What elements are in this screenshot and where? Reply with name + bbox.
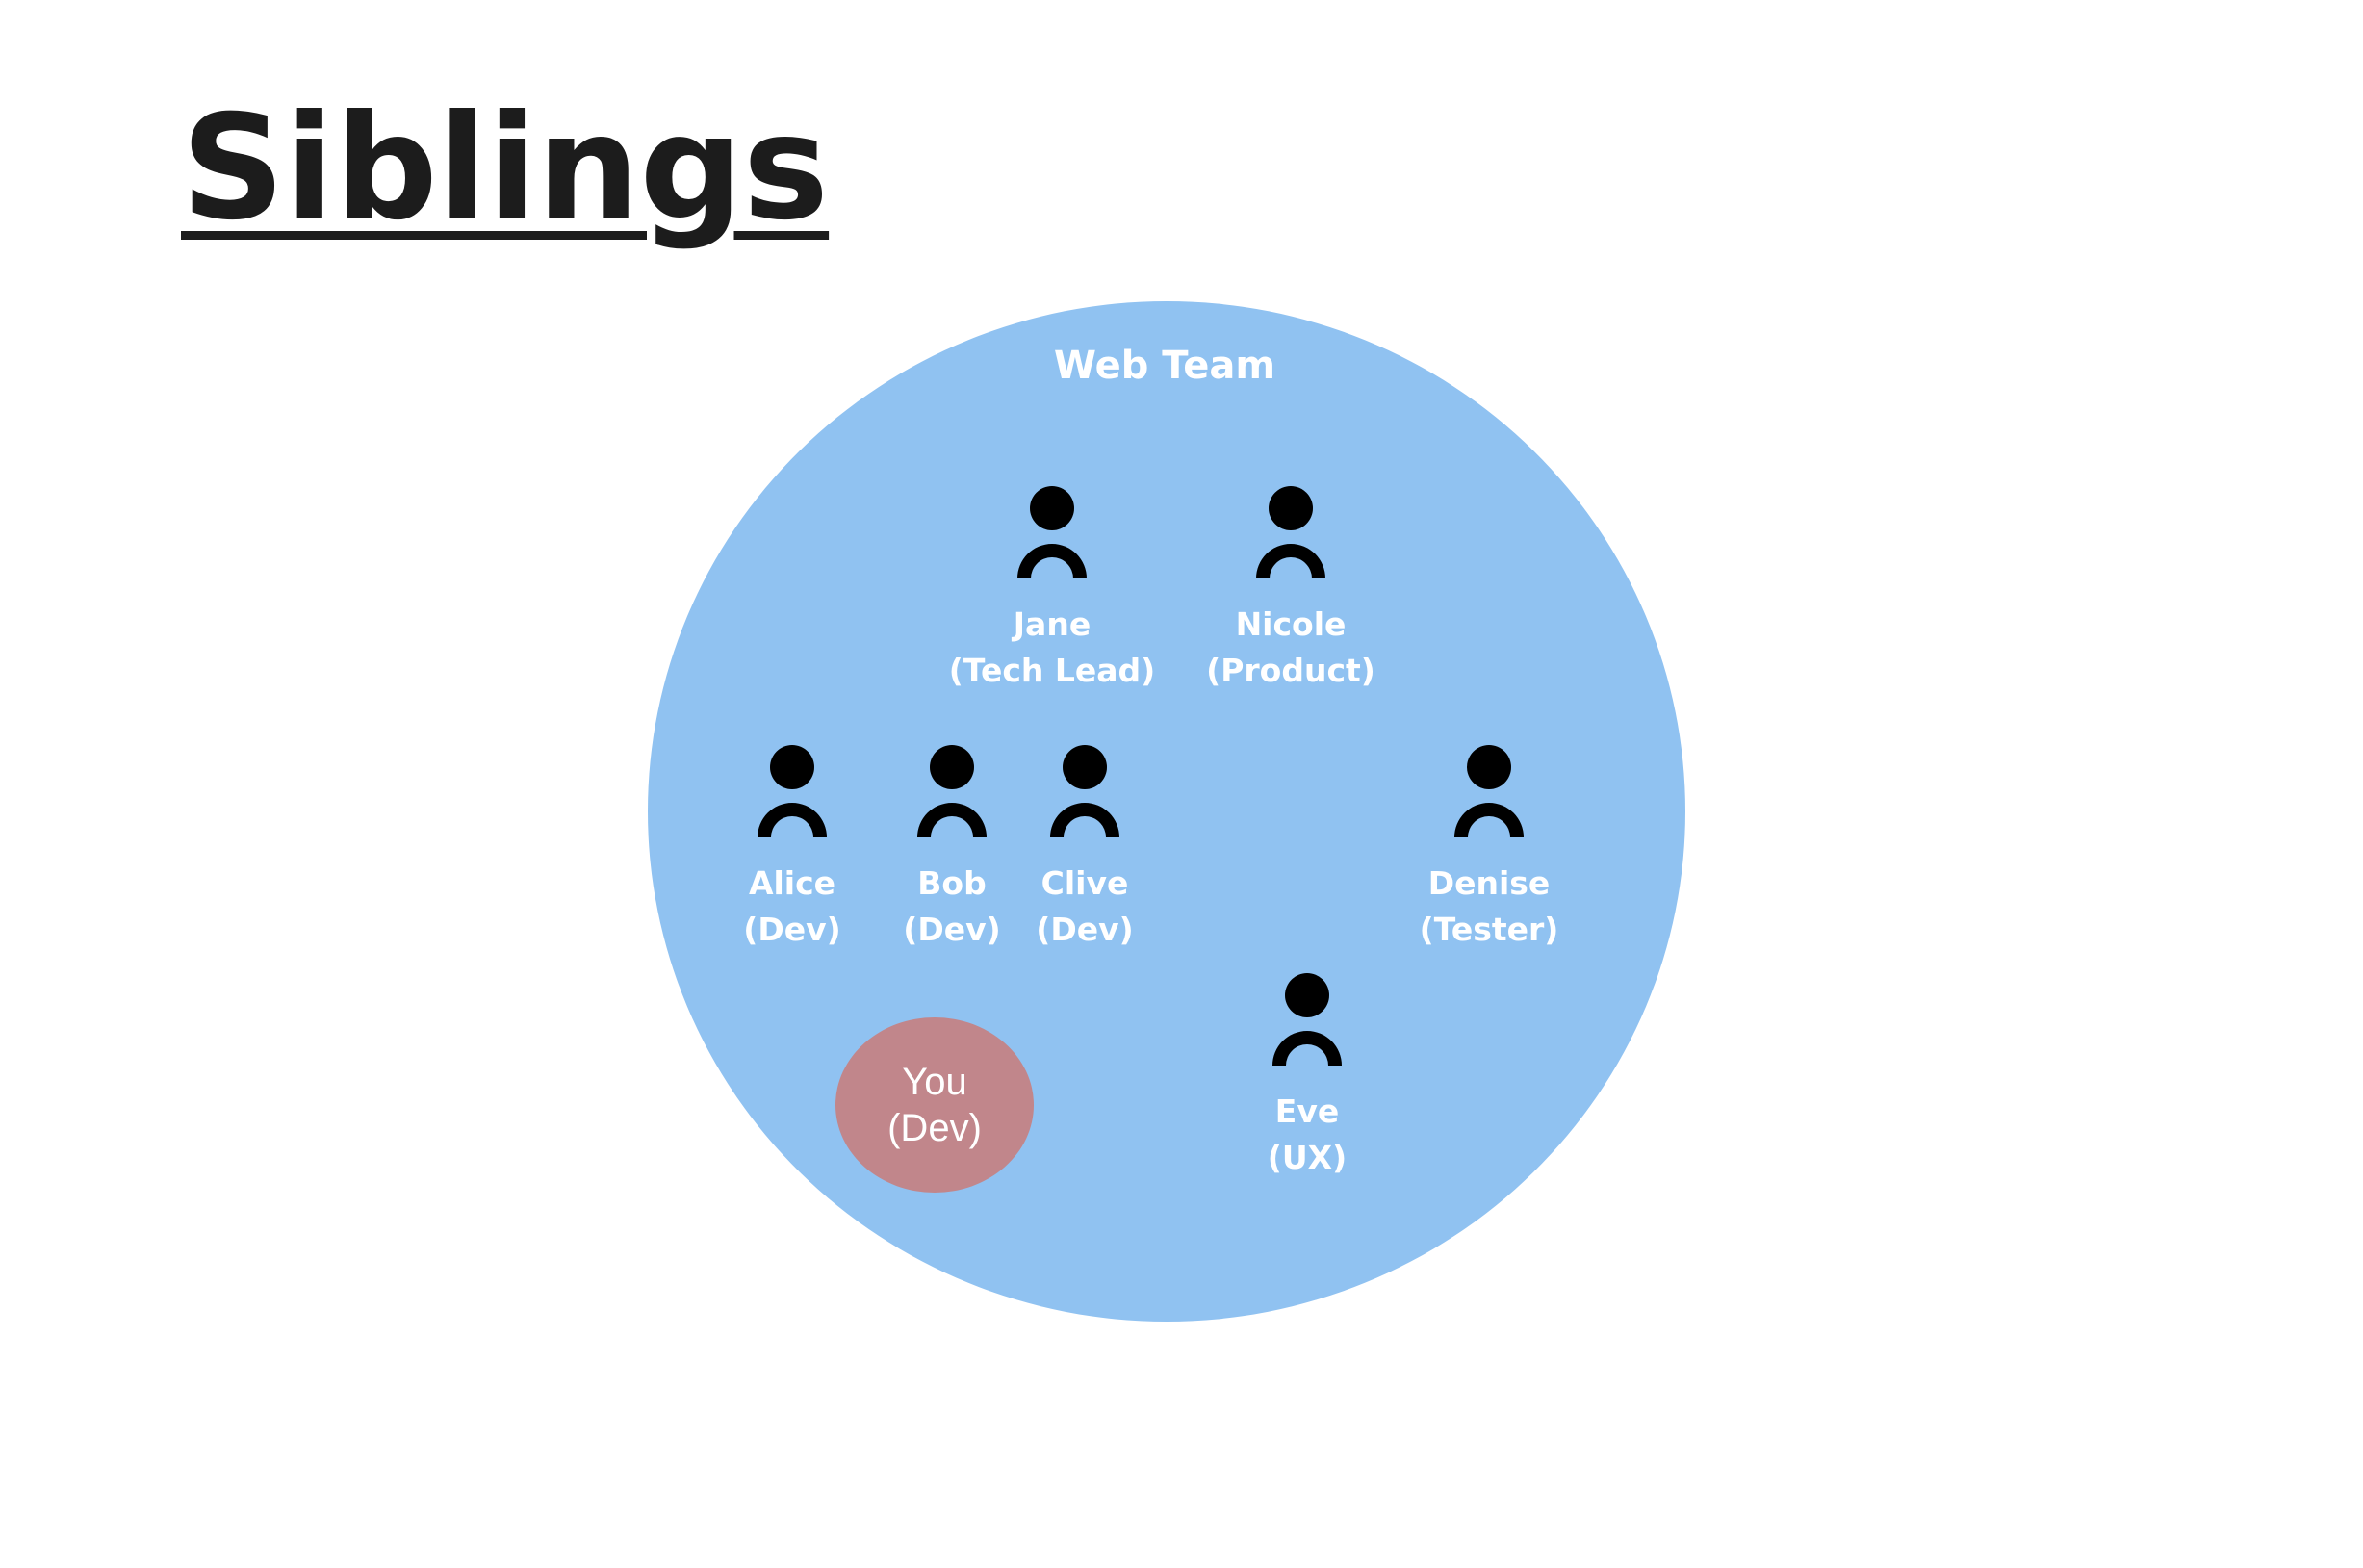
person-eve: Eve (UX)	[1182, 973, 1432, 1181]
person-name: Denise	[1427, 864, 1551, 902]
person-role: (UX)	[1267, 1139, 1348, 1176]
team-label: Web Team	[1053, 344, 1276, 388]
person-name: Eve	[1274, 1092, 1340, 1130]
person-denise: Denise (Tester)	[1364, 745, 1614, 953]
person-icon	[758, 745, 827, 837]
person-name: Clive	[1040, 864, 1129, 902]
person-name: Bob	[917, 864, 987, 902]
person-icon	[917, 745, 987, 837]
you-name: You	[902, 1061, 967, 1103]
web-team-group	[648, 301, 1685, 1322]
person-icon	[1454, 745, 1524, 837]
person-nicole: Nicole (Product)	[1166, 486, 1416, 694]
person-icon	[1050, 745, 1119, 837]
person-bob: Bob (Dev)	[827, 745, 1077, 953]
person-name: Jane	[1013, 605, 1092, 643]
person-clive: Clive (Dev)	[960, 745, 1210, 953]
person-role: (Dev)	[1036, 911, 1134, 948]
person-name: Nicole	[1235, 605, 1347, 643]
person-icon	[1272, 973, 1342, 1066]
person-role: (Dev)	[903, 911, 1001, 948]
person-name: Alice	[748, 864, 836, 902]
page-title: Siblings	[181, 85, 830, 252]
person-alice: Alice (Dev)	[667, 745, 917, 953]
person-role: (Dev)	[743, 911, 841, 948]
you-bubble: You (Dev)	[835, 1017, 1034, 1193]
person-icon	[1256, 486, 1325, 578]
person-role: (Tester)	[1419, 911, 1559, 948]
person-jane: Jane (Tech Lead)	[927, 486, 1177, 694]
person-icon	[1017, 486, 1087, 578]
person-role: (Product)	[1206, 652, 1375, 689]
you-role: (Dev)	[887, 1107, 982, 1149]
person-role: (Tech Lead)	[948, 652, 1156, 689]
